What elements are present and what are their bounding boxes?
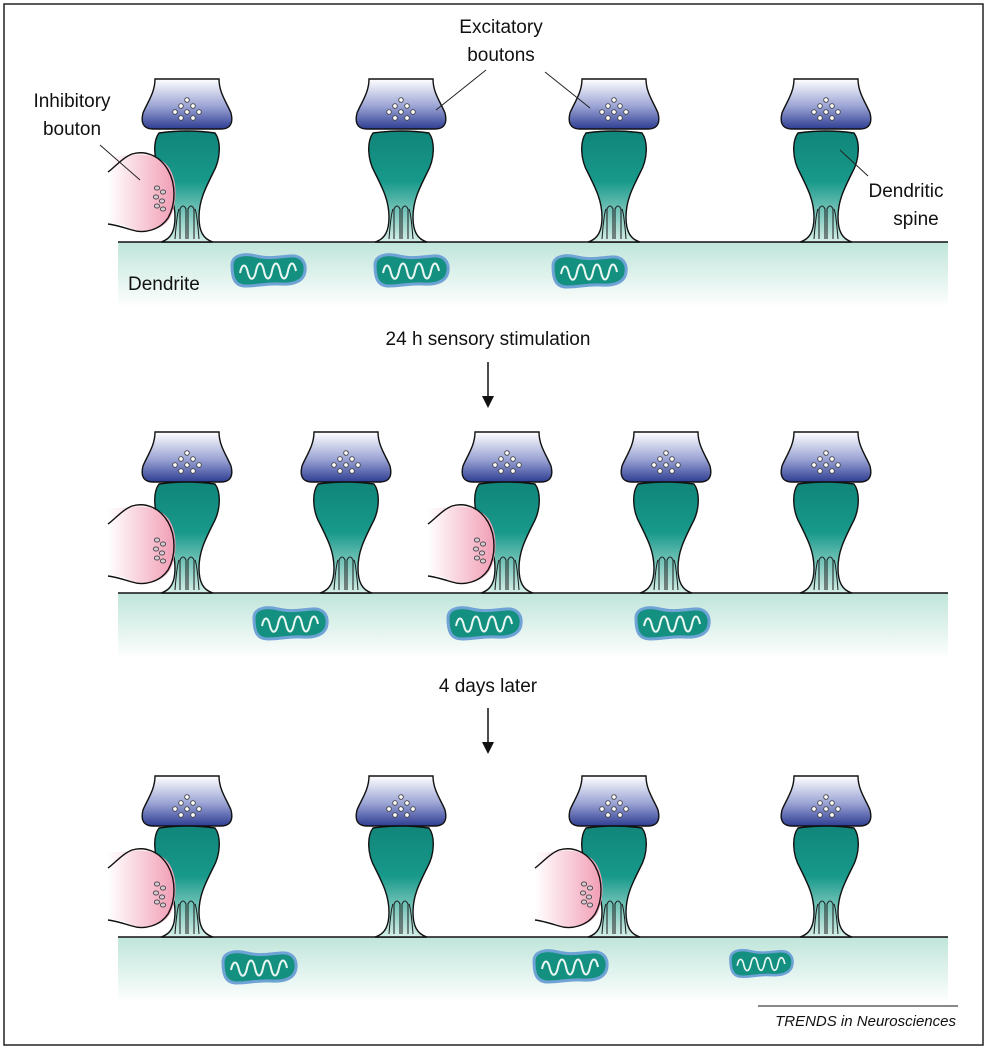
inhibitory-bouton [107,848,177,929]
dendritic-spine [793,825,859,938]
arrow-down-icon [482,362,494,408]
dendritic-spine [793,130,859,243]
excitatory-bouton [780,78,872,130]
leader-line [839,149,869,177]
excitatory-bouton [141,78,233,130]
leader-line [544,71,591,109]
mitochondrion [446,606,523,641]
inhibitory-bouton [107,504,177,585]
inhibitory-bouton [534,848,604,929]
excitatory-bouton [568,775,660,827]
excitatory-bouton [620,431,712,483]
excitatory-bouton [355,78,447,130]
excitatory-bouton [355,775,447,827]
dendritic-spine [581,130,647,243]
dendrite-shaft [118,593,948,659]
mitochondrion [532,949,609,984]
journal-credit: TRENDS in Neurosciences [775,1013,956,1030]
excitatory-bouton [780,775,872,827]
dendritic-spine [368,825,434,938]
arrow-down-icon [482,708,494,754]
dendritic-spine [793,481,859,594]
dendritic-spine [313,481,379,594]
step-label-2: 4 days later [439,676,538,697]
dendritic-spine [633,481,699,594]
inhibitory-bouton [107,152,177,233]
label-spine-line2: spine [893,209,938,230]
mitochondrion [634,606,711,641]
step-label-1: 24 h sensory stimulation [386,329,591,350]
excitatory-bouton [300,431,392,483]
label-spine-line1: Dendritic [869,181,944,202]
label-excitatory-line1: Excitatory [459,17,543,38]
label-excitatory-line2: boutons [467,45,535,66]
panel-four-days-later [107,775,948,1003]
excitatory-bouton [141,775,233,827]
mitochondrion [252,606,329,641]
panel-baseline: Excitatory boutons Inhibitory bouton Den… [33,17,948,308]
dendritic-spine [368,130,434,243]
label-inhibitory-line1: Inhibitory [33,91,111,112]
mitochondrion [373,253,450,288]
figure-frame [3,3,984,1046]
label-dendrite: Dendrite [128,274,200,295]
mitochondrion [221,950,298,985]
excitatory-bouton [568,78,660,130]
mitochondrion [551,254,628,289]
excitatory-bouton [141,431,233,483]
mitochondrion [230,253,307,288]
leader-line [435,69,487,111]
panel-after-stimulation [107,431,948,659]
label-inhibitory-line2: bouton [43,119,101,140]
excitatory-bouton [461,431,553,483]
leader-line [99,144,141,181]
excitatory-bouton [780,431,872,483]
mitochondrion [729,948,794,979]
inhibitory-bouton [427,504,497,585]
